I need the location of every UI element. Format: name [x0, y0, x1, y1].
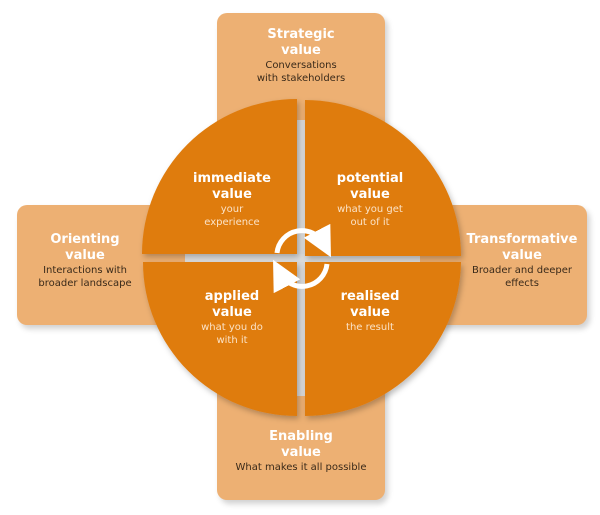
realised-value: realised value the result: [340, 289, 400, 333]
applied-value: applied value what you do with it: [201, 289, 263, 346]
transformative-value: Transformative value Broader and deeper …: [466, 232, 578, 289]
quadrant-applied: [143, 262, 297, 416]
cycle-arrow-bottom-icon: [273, 259, 330, 294]
quadrant-immediate: [142, 99, 297, 254]
orienting-value: Orienting value Interactions with broade…: [38, 232, 132, 289]
quadrant-potential: [305, 100, 461, 256]
potential-value: potential value what you get out of it: [336, 171, 404, 228]
cycle-arrow-top-icon: [274, 223, 331, 258]
enabling-value: Enabling value What makes it all possibl…: [235, 429, 367, 473]
horizontal-gap: [185, 254, 420, 262]
quadrant-realised: [305, 262, 461, 416]
strategic-value: Strategic value Conversations with stake…: [256, 27, 346, 84]
immediate-value: immediate value your experience: [193, 171, 271, 228]
